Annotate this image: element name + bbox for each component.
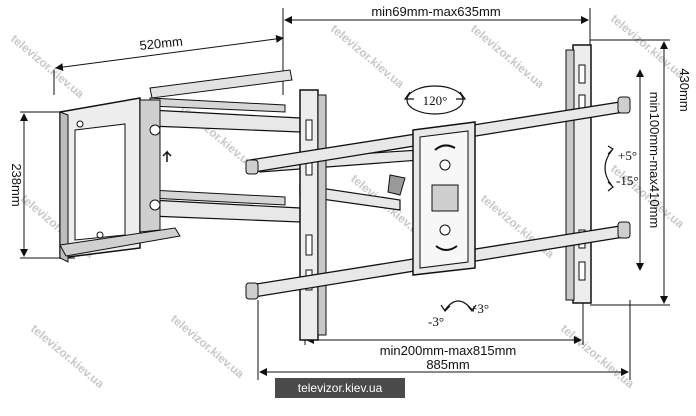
swivel-indicator: 120° [403,85,467,115]
label-arm-height: 430mm [677,68,692,111]
rotate-arrow-icon [440,304,451,312]
label-vesa-horizontal: min200mm-max815mm [380,343,517,358]
tilt-arrow-icon [607,145,614,155]
screw-hole-icon [96,231,104,239]
label-top-width: min69mm-max635mm [371,4,500,19]
tilt-indicator: +5° -15° [604,145,639,192]
wall-plate [59,69,293,263]
dim-vesa-horizontal: min200mm-max815mm [304,285,584,358]
rotate-arrow-icon [403,91,414,100]
label-vesa-vertical: min100mm-max410mm [647,92,662,229]
label-tilt-down: -15° [616,173,639,188]
watermark-text: televizor.kiev.ua [468,22,547,92]
left-vertical-rail [299,89,327,341]
watermark-text: televizor.kiev.ua [608,12,687,82]
label-rotate-left: -3° [428,314,444,329]
label-mount-width: 520mm [139,34,184,53]
rotate-arrow-icon [467,304,477,313]
watermark-text: televizor.kiev.ua [558,322,637,392]
tilt-arrow-icon [607,181,614,192]
label-rotate-right: +3° [470,301,489,316]
dim-mount-width: 520mm [53,34,284,95]
up-arrow-icon [162,150,172,162]
screw-hole-icon [76,120,84,128]
dim-vesa-vertical: min100mm-max410mm [636,69,662,271]
watermark-text: televizor.kiev.ua [328,22,407,92]
label-tilt-up: +5° [618,148,637,163]
rotate-arrow-icon [456,91,467,100]
watermark-text: televizor.kiev.ua [8,32,87,102]
dim-total-width: 885mm [257,300,631,380]
watermark-text: televizor.kiev.ua [28,322,107,392]
watermark-text: televizor.kiev.ua [168,312,247,382]
center-tilt-plate [412,121,476,276]
label-swivel: 120° [423,93,448,108]
label-mount-height: 238mm [9,163,24,206]
label-total-width: 885mm [426,357,469,372]
footer-site-label: televizor.kiev.ua [275,378,405,398]
right-vertical-rail [565,44,592,304]
rotation-indicator: -3° +3° [428,300,489,329]
